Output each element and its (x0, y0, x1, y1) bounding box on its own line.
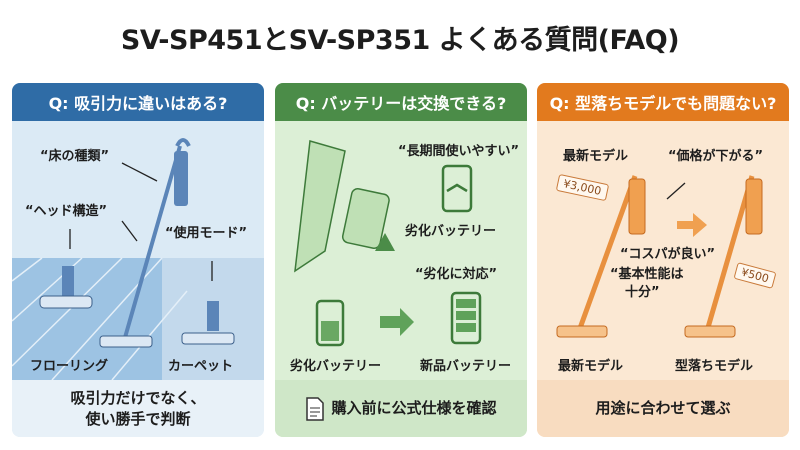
panel-question: Q: バッテリーは交換できる? (275, 83, 527, 121)
panel-question: Q: 吸引力に違いはある? (12, 83, 264, 121)
faq-panel-battery: Q: バッテリーは交換できる? “長期間使いやすい” 劣化バッテリー “劣化に対… (275, 83, 527, 437)
label-handles-degradation: “劣化に対応” (415, 267, 498, 282)
label-older-model: 型落ちモデル (675, 359, 754, 374)
arrow-right-icon (677, 213, 707, 237)
label-basic-performance: “基本性能は (610, 267, 684, 282)
vacuum-older-icon (684, 175, 763, 338)
battery-illustration (294, 140, 482, 347)
label-cost-performance: “コスパが良い” (620, 247, 716, 262)
label-floor-type: “床の種類” (40, 149, 110, 164)
vacuum-latest-icon (556, 175, 646, 338)
page-title: SV-SP451とSV-SP351 よくある質問(FAQ) (120, 25, 680, 56)
label-long-use: “長期間使いやすい” (398, 144, 520, 159)
label-usage-mode: “使用モード” (165, 226, 248, 241)
conclusion-line: 使い勝手で判断 (85, 409, 191, 428)
document-icon (306, 396, 325, 421)
arrow-right-icon (380, 308, 414, 336)
panel-conclusion: 吸引力だけでなく、使い勝手で判断 (12, 380, 264, 437)
faq-panel-older-model: Q: 型落ちモデルでも問題ない? 最新モデル “価格が下がる” ¥3,000 “… (537, 83, 789, 437)
label-price-drops: “価格が下がる” (668, 149, 764, 164)
vacuum-handle-icon (294, 140, 390, 273)
label-flooring: フローリング (30, 359, 109, 374)
vacuum-floor-illustration (12, 138, 264, 380)
label-degraded-battery: 劣化バッテリー (405, 224, 497, 239)
label-basic-performance: 十分” (625, 285, 660, 300)
conclusion-line: 吸引力だけでなく、 (70, 388, 206, 407)
label-head-structure: “ヘッド構造” (25, 204, 108, 219)
conclusion-text: 用途に合わせて選ぶ (595, 399, 731, 417)
battery-new-icon (450, 291, 482, 345)
label-new-battery: 新品バッテリー (420, 359, 512, 374)
model-comparison-illustration (556, 175, 763, 338)
carpet-head-icon (181, 301, 235, 345)
vacuum-stick-icon (99, 138, 191, 348)
panel-question: Q: 型落ちモデルでも問題ない? (537, 83, 789, 121)
battery-degraded-icon (441, 164, 473, 213)
label-carpet: カーペット (168, 359, 234, 374)
label-latest-model: 最新モデル (563, 149, 629, 164)
faq-panel-suction: Q: 吸引力に違いはある? “床の種類” “ヘッド構造” “使用モード” フロー… (12, 83, 264, 437)
battery-degraded-icon (315, 299, 345, 347)
panel-conclusion: 用途に合わせて選ぶ (537, 380, 789, 437)
floor-head-icon (39, 266, 93, 309)
conclusion-text: 購入前に公式仕様を確認 (331, 399, 497, 417)
panel-conclusion: 購入前に公式仕様を確認 (275, 380, 527, 437)
label-degraded-battery: 劣化バッテリー (290, 359, 382, 374)
label-latest-model: 最新モデル (558, 359, 624, 374)
